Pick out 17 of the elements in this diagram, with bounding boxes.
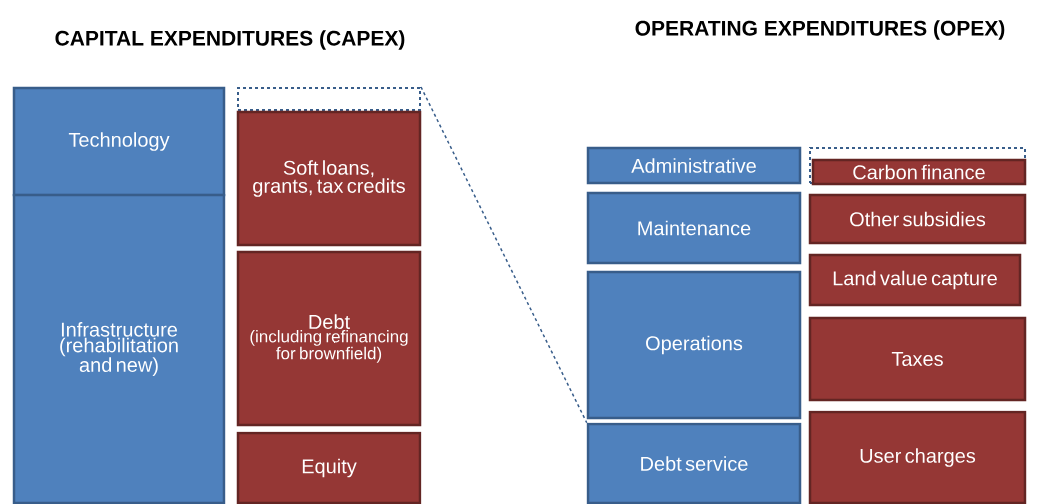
funding-box: Land value capture <box>808 253 1022 307</box>
cost-box: Operations <box>586 270 802 420</box>
heading: CAPITAL EXPENDITURES (CAPEX) <box>55 30 405 50</box>
funding-box: Carbon finance <box>811 158 1027 186</box>
cost-box: Technology <box>12 86 226 197</box>
funding-box: Debt (including refinancing for brownfield) <box>236 250 422 427</box>
funding-box: Other subsidies <box>808 193 1027 245</box>
cost-box: Maintenance <box>586 191 802 265</box>
funding-box: Equity <box>236 431 422 504</box>
heading: OPERATING EXPENDITURES (OPEX) <box>635 20 1005 40</box>
dashed-box <box>237 87 421 111</box>
funding-box: Taxes <box>808 316 1027 402</box>
dashed-line <box>420 86 588 424</box>
funding-box: Soft loans, grants, tax credits <box>236 110 422 247</box>
cost-box: Administrative <box>586 146 802 185</box>
cost-box: Debt service <box>586 422 802 504</box>
funding-box: User charges <box>808 410 1027 504</box>
